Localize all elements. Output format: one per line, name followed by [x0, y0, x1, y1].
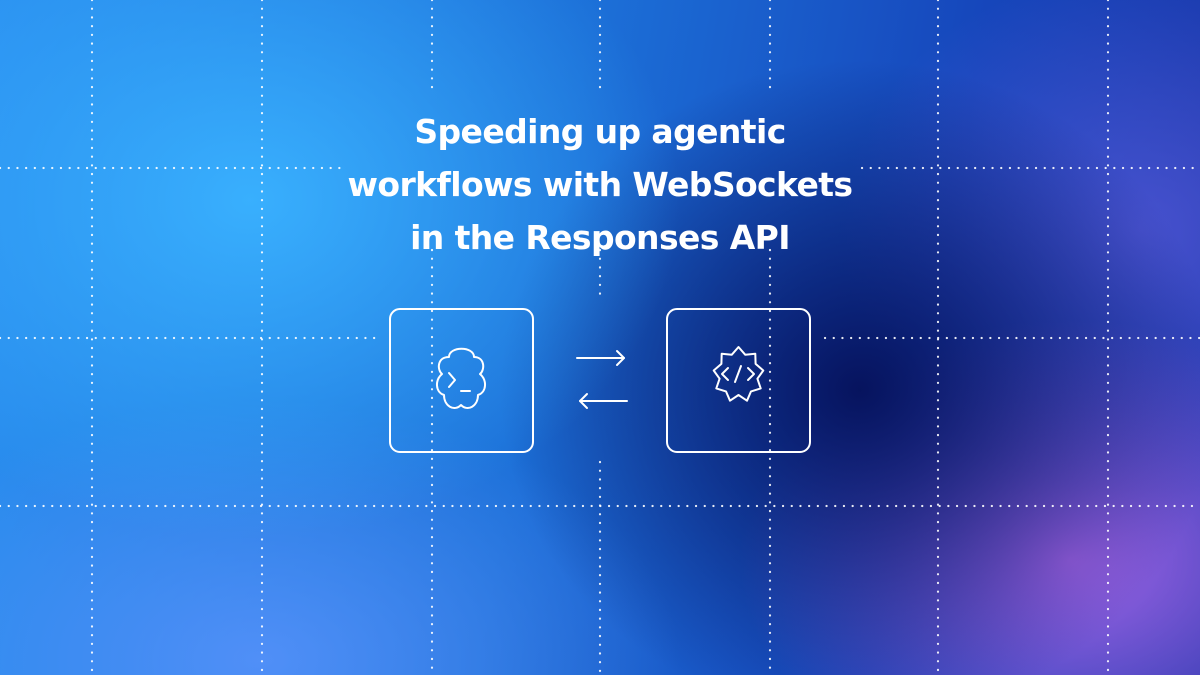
bidirectional-arrows-icon: [576, 350, 628, 409]
headline: Speeding up agentic workflows with WebSo…: [300, 105, 900, 264]
client-terminal-card: [389, 308, 534, 453]
server-code-card: [666, 308, 811, 453]
headline-line-2: workflows with WebSockets: [347, 165, 854, 204]
code-brackets-icon: [712, 346, 765, 402]
headline-line-1: Speeding up agentic: [414, 112, 786, 151]
headline-line-3: in the Responses API: [410, 218, 790, 257]
terminal-prompt-icon: [436, 347, 486, 409]
